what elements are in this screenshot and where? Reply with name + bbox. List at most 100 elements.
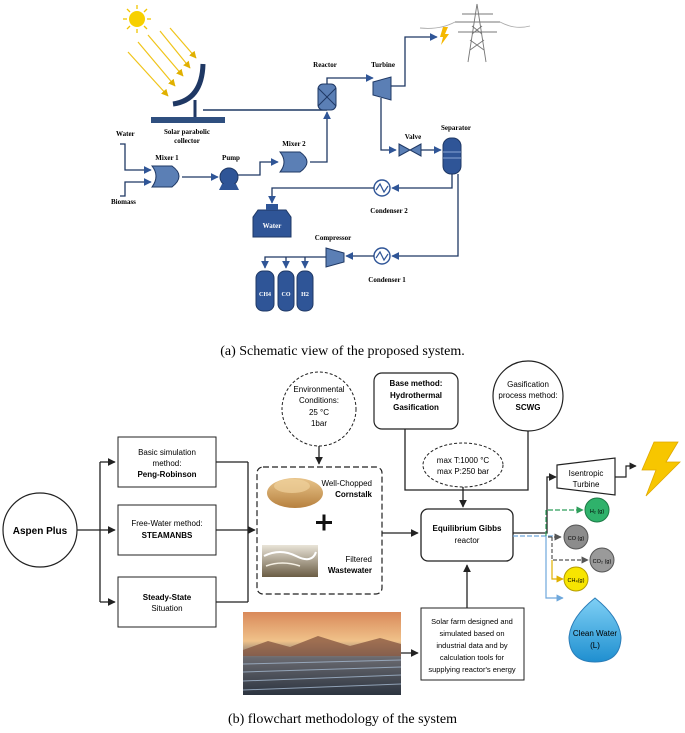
reactor-line2: reactor bbox=[455, 536, 480, 545]
wastewater-line2: Wastewater bbox=[328, 566, 372, 575]
label-condenser2: Condenser 2 bbox=[370, 207, 408, 215]
turbine-icon bbox=[372, 76, 392, 101]
label-water-tank: Water bbox=[263, 222, 282, 230]
gas-line2: process method: bbox=[498, 391, 557, 400]
reactor-icon bbox=[317, 83, 337, 111]
turbine-to-power-arrow bbox=[615, 462, 637, 478]
solar-line3: industrial data and by bbox=[436, 641, 508, 650]
pipe-pump-mixer2 bbox=[238, 158, 279, 176]
compressor-icon bbox=[325, 247, 345, 268]
pipe-turbine-valve bbox=[380, 98, 397, 154]
solar-line4: calculation tools for bbox=[440, 653, 505, 662]
base-line3: Gasification bbox=[393, 403, 439, 412]
clean-water-drop bbox=[568, 597, 622, 663]
base-line2: Hydrothermal bbox=[390, 391, 442, 400]
sun-rays bbox=[127, 27, 197, 97]
method-connectors bbox=[216, 461, 256, 603]
cylinder-ch4-icon bbox=[255, 270, 275, 312]
aspen-plus-label: Aspen Plus bbox=[13, 526, 68, 537]
caption-b: (b) flowchart methodology of the system bbox=[227, 712, 457, 727]
solar-line1: Solar farm designed and bbox=[431, 617, 513, 626]
solar-parabolic-collector bbox=[151, 63, 225, 123]
reactor-line1: Equilibrium Gibbs bbox=[433, 524, 502, 533]
lightning-small-icon bbox=[440, 27, 449, 45]
box-solar-farm-description bbox=[420, 607, 525, 681]
box-steady-state bbox=[117, 576, 217, 628]
cornstalk-line1: Well-Chopped bbox=[321, 479, 372, 488]
label-solar-collector-2: collector bbox=[174, 137, 200, 145]
water-tank-icon bbox=[252, 204, 292, 238]
pipe-turbine-grid bbox=[391, 33, 438, 87]
co2-bubble bbox=[589, 547, 615, 573]
label-turbine: Turbine bbox=[371, 61, 395, 69]
lightning-bolt-icon bbox=[641, 441, 681, 497]
free-water-line2: STEAMANBS bbox=[142, 531, 193, 540]
turbine-line1: Isentropic bbox=[569, 469, 604, 478]
water-line2: (L) bbox=[590, 641, 600, 650]
pump-icon bbox=[219, 167, 239, 190]
label-reactor: Reactor bbox=[313, 61, 337, 69]
cornstalk-line2: Cornstalk bbox=[335, 490, 372, 499]
reactor-to-turbine-arrow bbox=[513, 473, 557, 534]
basic-sim-line1: Basic simulation bbox=[138, 448, 196, 457]
label-mixer2: Mixer 2 bbox=[282, 140, 306, 148]
label-valve: Valve bbox=[405, 133, 421, 141]
plus-icon bbox=[316, 514, 332, 531]
env-line1: Environmental bbox=[293, 385, 344, 394]
aspen-connectors bbox=[77, 458, 116, 606]
label-ch4: CH4 bbox=[259, 292, 271, 298]
gas-line1: Gasification bbox=[507, 380, 549, 389]
pipe-separator-condenser1 bbox=[391, 174, 459, 260]
ch4-bubble bbox=[563, 566, 589, 592]
label-separator: Separator bbox=[441, 124, 471, 132]
solar-line2: simulated based on bbox=[439, 629, 504, 638]
label-pump: Pump bbox=[222, 154, 240, 162]
basic-sim-line3: Peng-Robinson bbox=[137, 470, 196, 479]
wastewater-line1: Filtered bbox=[345, 555, 372, 564]
h2-bubble bbox=[584, 497, 610, 523]
box-equilibrium-gibbs-reactor bbox=[420, 508, 514, 562]
pipe-reactor-turbine bbox=[326, 74, 374, 84]
env-line2: Conditions: bbox=[299, 396, 339, 405]
max-line1: max T:1000 °C bbox=[437, 456, 490, 465]
pipe-separator-condenser2 bbox=[391, 174, 453, 192]
max-conditions-ellipse bbox=[422, 442, 504, 488]
ch4-label: CH₄(g) bbox=[568, 578, 585, 584]
co2-label: CO₂ (g) bbox=[593, 559, 612, 565]
pipe-condenser2-water bbox=[268, 187, 374, 204]
sun-icon bbox=[123, 5, 151, 33]
pipe-mixer2-reactor bbox=[310, 111, 331, 163]
label-solar-collector-1: Solar parabolic bbox=[164, 128, 210, 136]
steady-line1: Steady-State bbox=[143, 593, 192, 602]
mixer2-icon bbox=[278, 151, 308, 173]
h2-label: H₂ (g) bbox=[590, 509, 605, 515]
water-line1: Clean Water bbox=[573, 629, 618, 638]
valve-icon bbox=[398, 143, 422, 157]
pipe-compressor-ch4 bbox=[261, 256, 326, 269]
pipe-biomass-in bbox=[120, 178, 152, 197]
caption-a: (a) Schematic view of the proposed syste… bbox=[220, 344, 465, 359]
isentropic-turbine-shape bbox=[556, 457, 616, 496]
cornstalk-image bbox=[267, 478, 323, 508]
env-line4: 1bar bbox=[311, 419, 327, 428]
condenser2-icon bbox=[373, 179, 391, 197]
co-bubble bbox=[563, 524, 589, 550]
condenser1-icon bbox=[373, 247, 391, 265]
env-line3: 25 °C bbox=[309, 408, 329, 417]
turbine-line2: Turbine bbox=[573, 480, 600, 489]
label-mixer1: Mixer 1 bbox=[155, 154, 179, 162]
cylinder-co-icon bbox=[277, 270, 295, 312]
gas-line3: SCWG bbox=[516, 403, 541, 412]
label-co: CO bbox=[282, 292, 291, 298]
base-line1: Base method: bbox=[390, 379, 443, 388]
label-condenser1: Condenser 1 bbox=[368, 276, 406, 284]
basic-sim-line2: method: bbox=[153, 459, 182, 468]
max-line2: max P:250 bar bbox=[437, 467, 489, 476]
steady-line2: Situation bbox=[151, 604, 182, 613]
mixer1-icon bbox=[150, 165, 180, 188]
environmental-conditions-circle bbox=[281, 371, 357, 447]
label-water-in: Water bbox=[116, 130, 135, 138]
label-biomass-in: Biomass bbox=[111, 198, 136, 206]
product-connectors bbox=[513, 506, 589, 602]
